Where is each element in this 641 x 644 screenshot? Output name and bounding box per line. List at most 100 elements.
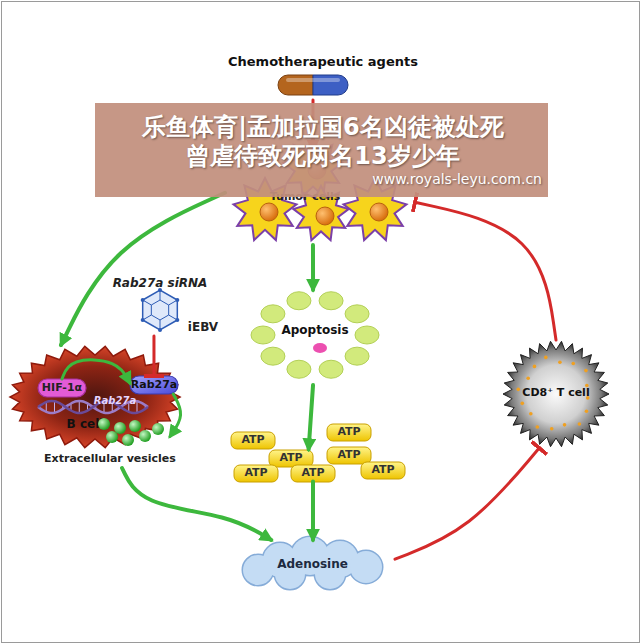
node-label: iEBV bbox=[183, 320, 223, 334]
atp-box bbox=[361, 462, 405, 479]
apoptosis-outline bbox=[250, 290, 380, 385]
atp-shape bbox=[231, 432, 275, 449]
capsule-node: Chemotherapeutic agents bbox=[228, 48, 398, 100]
hex-shape bbox=[141, 288, 180, 332]
atp-node: ATP bbox=[269, 450, 313, 467]
vesicle-dot bbox=[152, 423, 164, 435]
atp-shape bbox=[361, 462, 405, 479]
node-label: ATP bbox=[327, 448, 371, 461]
tumor-nucleus bbox=[370, 203, 388, 221]
nanoparticle-node bbox=[175, 318, 179, 322]
pill-shape bbox=[38, 379, 86, 397]
t-cell-granule bbox=[585, 409, 589, 413]
vesicle-dot bbox=[122, 434, 134, 446]
arrow-connector bbox=[311, 100, 314, 150]
arrow-connector bbox=[122, 468, 271, 540]
vesicles-node: Extracellular vesicles bbox=[50, 423, 170, 468]
atp-shape bbox=[291, 465, 335, 482]
vesicle-dot bbox=[106, 431, 118, 443]
atp-node: ATP bbox=[231, 432, 275, 449]
nanoparticle-node bbox=[175, 298, 179, 302]
node-label: ATP bbox=[327, 425, 371, 438]
node-label: Chemotherapeutic agents bbox=[228, 54, 398, 70]
t-cell-granule bbox=[529, 412, 533, 416]
b-cell-body bbox=[10, 346, 180, 447]
vesicle-dot bbox=[129, 420, 141, 432]
apoptotic-body bbox=[287, 292, 311, 310]
apoptotic-body bbox=[313, 343, 327, 353]
apoptosis-node: Apoptosis bbox=[250, 290, 380, 385]
t-cell-granule bbox=[520, 402, 524, 406]
t-cell-granule bbox=[578, 422, 582, 426]
t-cell-granule bbox=[544, 356, 548, 360]
node-label: Apoptosis bbox=[250, 323, 380, 337]
node-label: ATP bbox=[234, 466, 278, 479]
node-label: CD8⁺ T cell bbox=[500, 386, 612, 399]
node-label: HIF-1α bbox=[38, 381, 86, 394]
vesicles-shape bbox=[98, 418, 164, 446]
nanoparticle-hexagon bbox=[143, 290, 178, 330]
arrow-connector bbox=[311, 245, 315, 290]
node-label: Rab27a bbox=[130, 378, 178, 391]
t-cell-granule bbox=[558, 360, 562, 364]
apoptotic-body bbox=[355, 326, 379, 344]
vesicle-dot bbox=[114, 422, 126, 434]
nanoparticle-node bbox=[158, 328, 162, 332]
dna-rung bbox=[104, 401, 105, 412]
node-label: Tumor cells bbox=[245, 190, 365, 203]
node-label: ATP bbox=[269, 451, 313, 464]
tumor-nucleus bbox=[260, 203, 278, 221]
node-label: ATP bbox=[231, 433, 275, 446]
vesicle-dot bbox=[98, 418, 110, 430]
watermark-text: 乐鱼体育|孟加拉国6名凶徒被处死 曾虐待致死两名13岁少年 bbox=[103, 113, 543, 171]
tumor-nucleus bbox=[316, 207, 334, 225]
pill-shape bbox=[130, 376, 178, 394]
apoptotic-body bbox=[345, 347, 369, 365]
node-label: Rab27a siRNA bbox=[105, 276, 215, 290]
arrow-connector bbox=[170, 394, 181, 437]
node-label: Adenosine bbox=[230, 557, 395, 571]
dna-strand bbox=[38, 401, 148, 413]
tumor-cell-star bbox=[344, 178, 407, 240]
atp-node: ATP bbox=[327, 424, 371, 441]
apoptotic-body bbox=[251, 326, 275, 344]
tumor-node: Tumor cells bbox=[225, 150, 415, 245]
bcell-shape bbox=[10, 346, 180, 447]
gene-label: Rab27a bbox=[85, 395, 145, 407]
atp-box bbox=[269, 450, 313, 467]
tumor-nucleus bbox=[308, 161, 326, 179]
atp-shape bbox=[269, 450, 313, 467]
atp-box bbox=[231, 432, 275, 449]
atp-node: ATP bbox=[361, 462, 405, 479]
cloud-fill bbox=[350, 551, 382, 583]
protein-pill bbox=[130, 376, 178, 394]
atp-box bbox=[234, 465, 278, 482]
tumor-cell-star bbox=[284, 138, 343, 196]
arrow-connector bbox=[62, 360, 130, 383]
t-cell-granule bbox=[550, 427, 554, 431]
pill-node: HIF-1α bbox=[38, 379, 86, 397]
pill-node: Rab27a bbox=[130, 376, 178, 394]
capsule-highlight bbox=[286, 78, 340, 82]
nanoparticle-node bbox=[141, 298, 145, 302]
cloud-outline bbox=[350, 551, 382, 583]
atp-box bbox=[291, 465, 335, 482]
node-label: ATP bbox=[361, 463, 405, 476]
cloud-node: Adenosine bbox=[230, 540, 395, 588]
watermark-band bbox=[95, 103, 548, 197]
atp-shape bbox=[234, 465, 278, 482]
arrow-connector bbox=[309, 385, 313, 450]
atp-box bbox=[327, 447, 371, 464]
nanoparticle-node bbox=[141, 318, 145, 322]
inhibition-connector bbox=[415, 202, 556, 340]
apoptotic-body bbox=[345, 305, 369, 323]
atp-node: ATP bbox=[234, 465, 278, 482]
t-cell-granule bbox=[516, 388, 520, 392]
apoptotic-body bbox=[319, 360, 343, 378]
tumor-cell-star bbox=[234, 178, 297, 240]
